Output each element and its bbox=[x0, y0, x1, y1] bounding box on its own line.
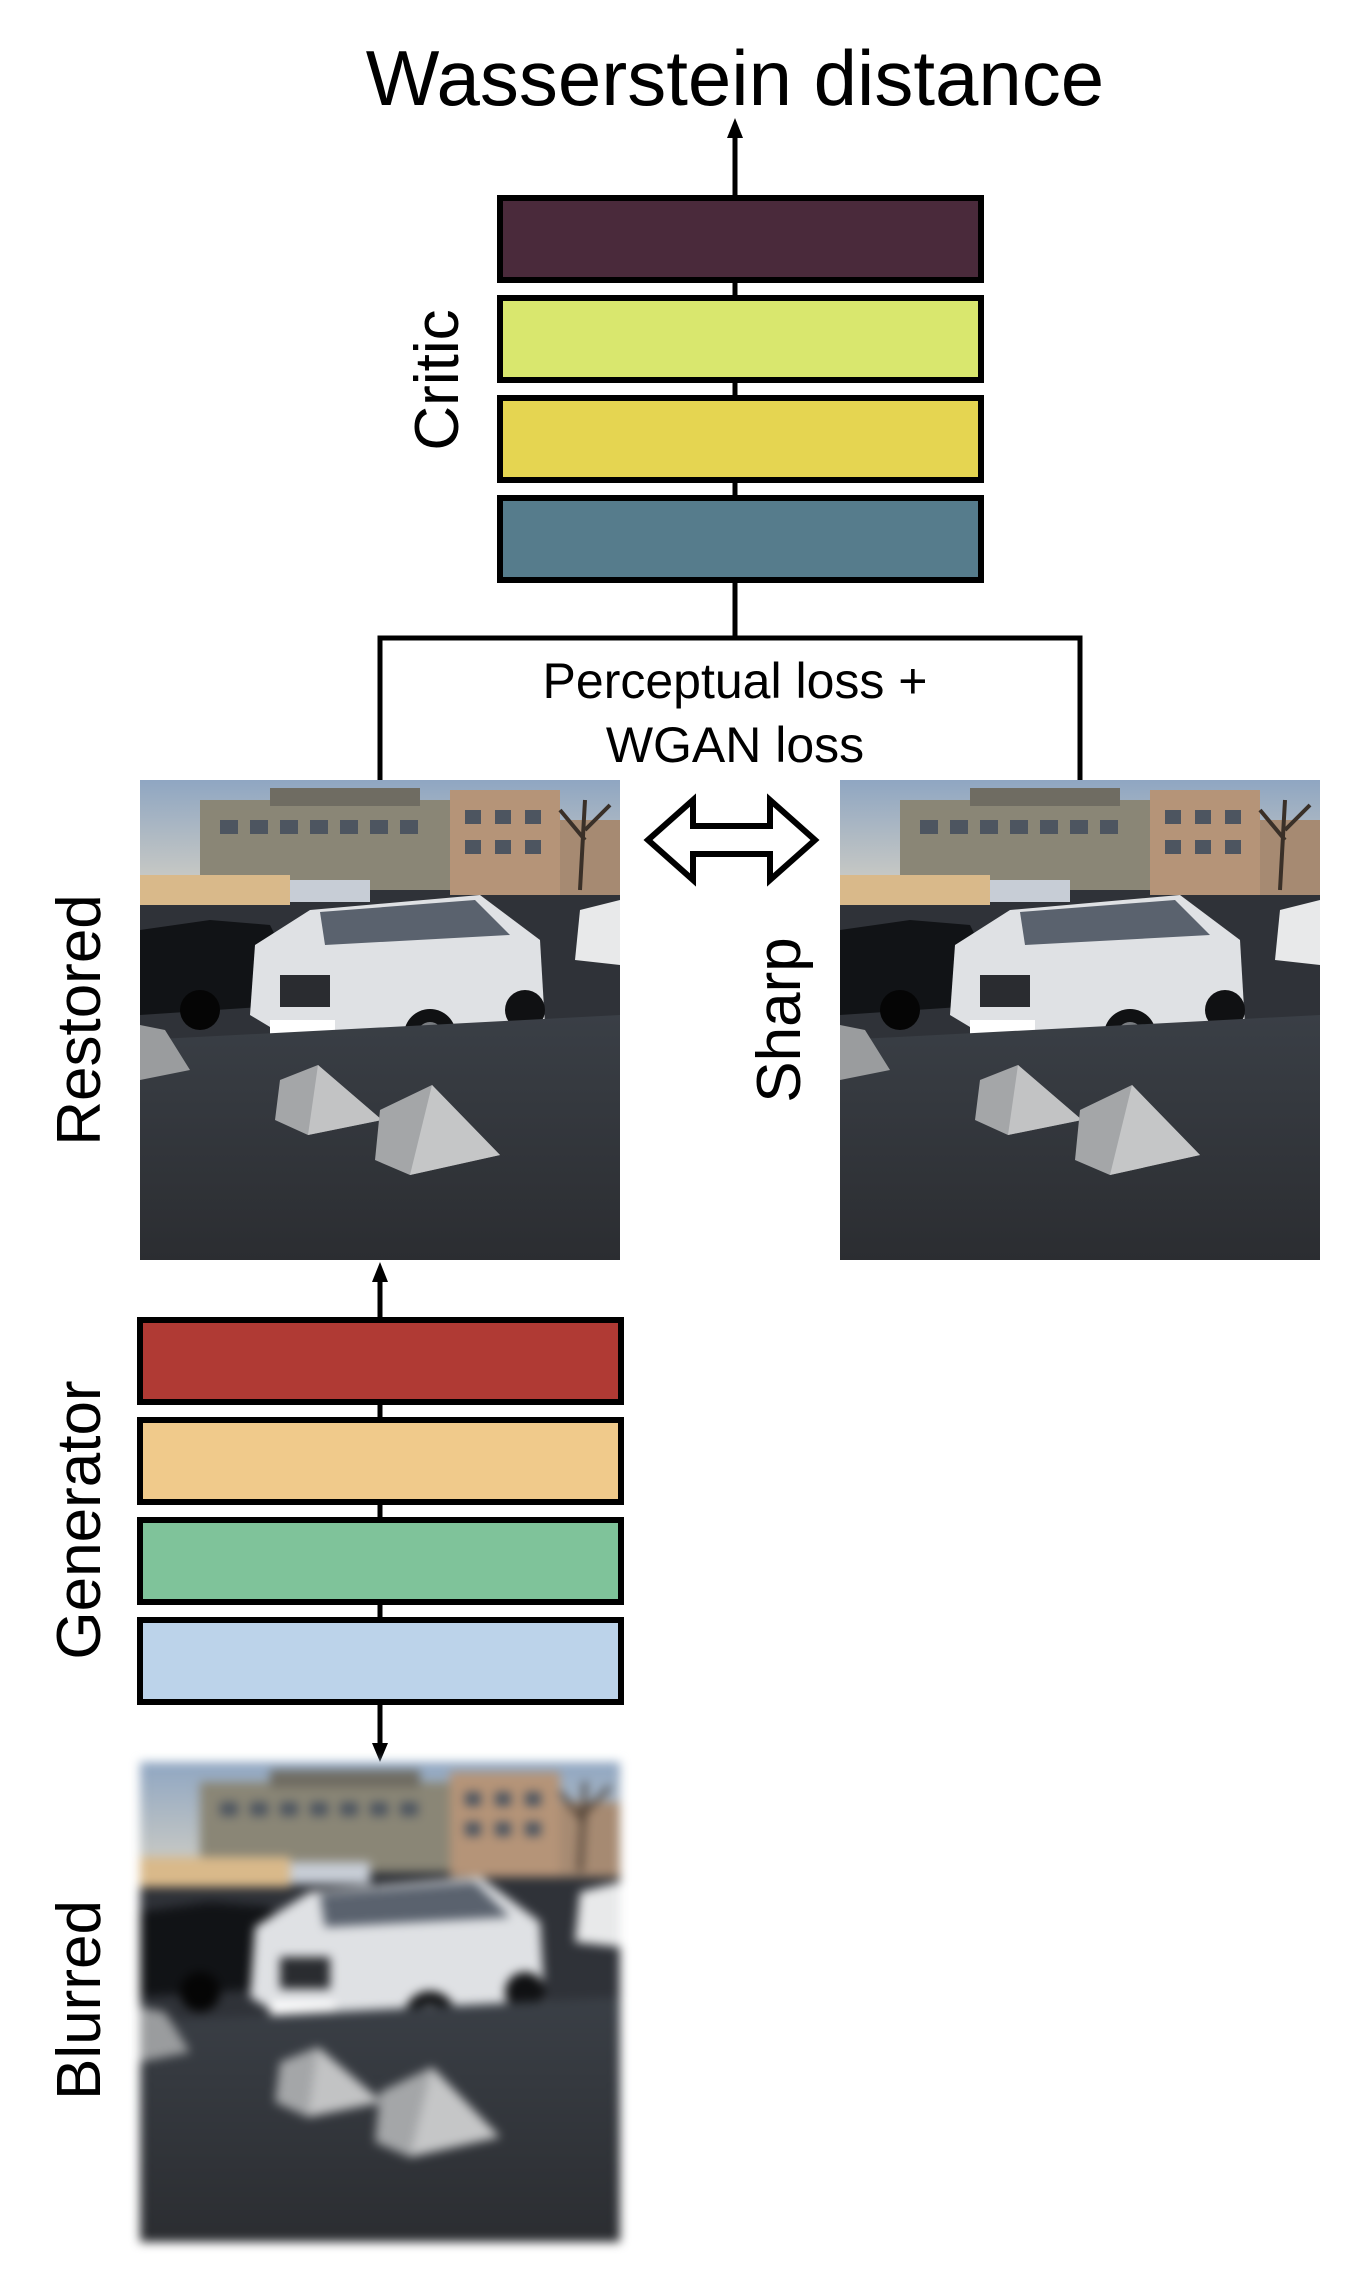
critic-layer-2 bbox=[497, 295, 984, 383]
blurred-label: Blurred bbox=[45, 1900, 114, 2100]
generator-label: Generator bbox=[45, 1380, 114, 1659]
generator-layer-2 bbox=[137, 1417, 624, 1505]
loss-line-1: Perceptual loss + bbox=[543, 653, 928, 709]
generator-layer-4 bbox=[137, 1617, 624, 1705]
blurred-image bbox=[138, 1760, 622, 2244]
generator-layer-1 bbox=[137, 1317, 624, 1405]
critic-input-bracket bbox=[377, 635, 1083, 780]
critic-layer-4 bbox=[497, 495, 984, 583]
output-arrow-head bbox=[727, 118, 743, 138]
loss-line-2: WGAN loss bbox=[606, 717, 864, 773]
restored-label: Restored bbox=[45, 894, 114, 1146]
critic-layer-3 bbox=[497, 395, 984, 483]
restored-image bbox=[138, 778, 622, 1262]
sharp-image bbox=[838, 778, 1322, 1262]
diagram-title: Wasserstein distance bbox=[366, 34, 1104, 122]
generator-output-arrow-head bbox=[372, 1262, 388, 1282]
sharp-label: Sharp bbox=[745, 937, 814, 1102]
generator-input-arrow-head bbox=[372, 1743, 388, 1762]
generator-layer-3 bbox=[137, 1517, 624, 1605]
critic-layer-1 bbox=[497, 195, 984, 283]
critic-label: Critic bbox=[403, 309, 472, 450]
compare-double-arrow bbox=[643, 793, 820, 887]
